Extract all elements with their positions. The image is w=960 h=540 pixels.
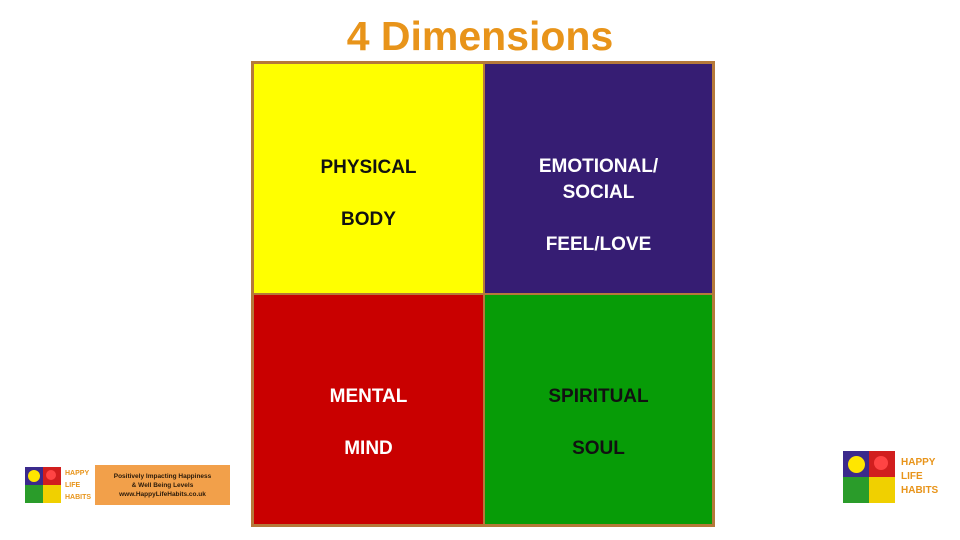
logo-brand-line-3: HABITS xyxy=(65,494,92,501)
quadrant-spiritual-subtitle: SOUL xyxy=(572,438,625,459)
logo-url: www.HappyLifeHabits.co.uk xyxy=(119,490,206,498)
logo-brand-line-2: LIFE xyxy=(901,471,923,482)
quadrant-physical: PHYSICAL BODY xyxy=(254,64,483,293)
logo-tagline-1: Positively Impacting Happiness xyxy=(113,472,212,480)
quadrant-physical-subtitle: BODY xyxy=(341,209,396,230)
dimensions-grid: PHYSICAL BODY EMOTIONAL/ SOCIAL FEEL/LOV… xyxy=(251,61,715,527)
quadrant-emotional-title: EMOTIONAL/ xyxy=(538,156,659,177)
quadrant-mental-title: MENTAL xyxy=(329,386,408,407)
logo-tagline-2: & Well Being Levels xyxy=(131,481,194,489)
logo-brand-line-2: LIFE xyxy=(65,482,81,489)
happy-life-habits-logo-right: HAPPY LIFE HABITS xyxy=(843,451,943,505)
puzzle-icon xyxy=(843,451,895,503)
quadrant-mental-subtitle: MIND xyxy=(344,438,393,459)
logo-brand-line-1: HAPPY xyxy=(901,457,936,468)
heart-icon xyxy=(874,456,888,470)
logo-brand-line-3: HABITS xyxy=(901,485,939,496)
logo-tagline-banner: Positively Impacting Happiness & Well Be… xyxy=(95,465,230,505)
happy-life-habits-logo-left: HAPPY LIFE HABITS Positively Impacting H… xyxy=(25,465,230,505)
quadrant-physical-title: PHYSICAL xyxy=(320,157,417,178)
page-title: 4 Dimensions xyxy=(346,13,614,59)
smiley-icon xyxy=(848,456,865,473)
quadrant-emotional-subtitle: FEEL/LOVE xyxy=(545,234,652,255)
heart-icon xyxy=(46,470,56,480)
quadrant-emotional-title-2: SOCIAL xyxy=(562,182,635,203)
smiley-icon xyxy=(28,470,40,482)
quadrant-spiritual: SPIRITUAL SOUL xyxy=(485,295,712,524)
quadrant-spiritual-title: SPIRITUAL xyxy=(548,386,649,407)
quadrant-emotional: EMOTIONAL/ SOCIAL FEEL/LOVE xyxy=(485,64,712,293)
logo-brand-line-1: HAPPY xyxy=(65,470,90,477)
quadrant-mental: MENTAL MIND xyxy=(254,295,483,524)
puzzle-icon xyxy=(25,467,61,503)
